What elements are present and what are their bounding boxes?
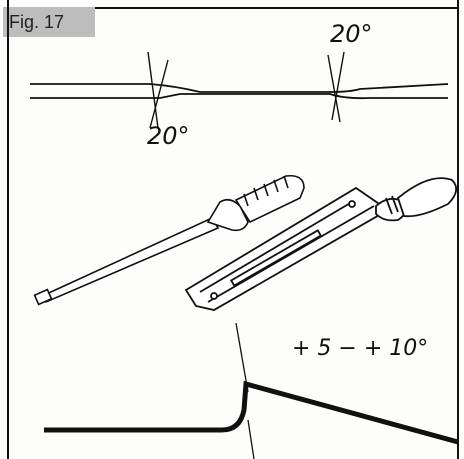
file-gauge-icon: [184, 177, 458, 311]
figure-label: Fig. 17: [3, 7, 95, 37]
angle-label-top: 20°: [330, 20, 373, 48]
angle-marker-left: [147, 51, 169, 129]
tooth-profile: [44, 322, 459, 459]
angle-label-bottom: 20°: [147, 122, 190, 150]
angle-marker-right: [327, 51, 345, 123]
angle-range-label: + 5 − + 10°: [292, 336, 429, 361]
chain-edge-lines: [30, 83, 449, 100]
screwdriver-icon: [33, 174, 305, 306]
